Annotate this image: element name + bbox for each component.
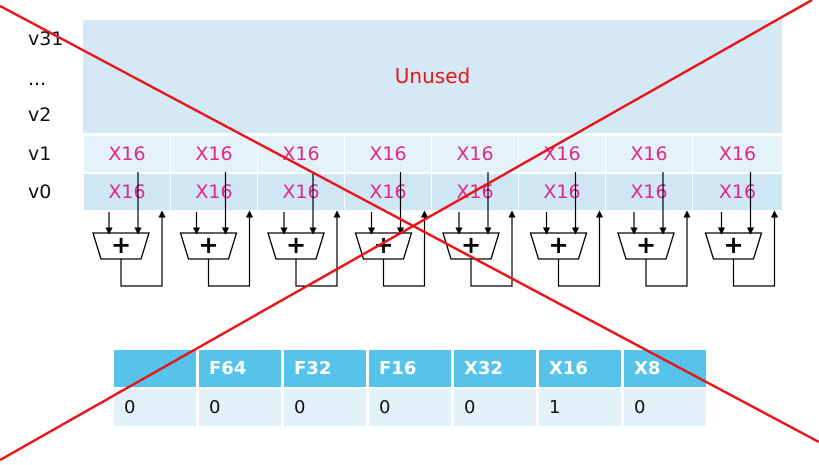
table-value-cell: 0 (454, 389, 538, 426)
table-value-cell: 0 (114, 389, 198, 426)
adder-unit (617, 232, 675, 260)
adder-plus-symbol: + (548, 231, 568, 259)
unused-register-block: Unused (83, 20, 782, 133)
unused-label: Unused (394, 64, 471, 88)
table-header-cell: X32 (454, 350, 538, 387)
output-feedback-path (382, 210, 429, 287)
table-value-cell: 0 (199, 389, 283, 426)
lane-cell: X16 (257, 174, 344, 210)
table-header-cell: F32 (284, 350, 368, 387)
adder-unit (704, 232, 763, 260)
table-header-cell: F64 (199, 350, 283, 387)
output-feedback-path (645, 210, 691, 287)
output-feedback-path (295, 210, 341, 287)
lane-cell: X16 (431, 136, 518, 172)
lane-cell: X16 (605, 136, 692, 172)
adder-plus-symbol: + (111, 231, 131, 259)
lane-cell: X16 (692, 174, 782, 210)
register-label-v2: v2 (28, 104, 52, 126)
lane-cell: X16 (344, 174, 431, 210)
table-value-cell: 1 (539, 389, 623, 426)
adder-plus-symbol: + (461, 231, 481, 259)
table-header-cell: F16 (369, 350, 453, 387)
register-label-v31: v31 (28, 28, 64, 50)
adder-unit (179, 232, 238, 260)
output-feedback-path (557, 210, 604, 287)
register-label-ellipsis: ... (28, 68, 47, 90)
output-feedback-path (470, 210, 516, 287)
lane-cell: X16 (257, 136, 344, 172)
output-feedback-path (732, 210, 779, 287)
cross-line-1 (0, 4, 819, 444)
register-label-v1: v1 (28, 143, 52, 165)
adder-plus-symbol: + (723, 231, 743, 259)
adder-unit (354, 232, 413, 260)
register-row-v1: X16 X16 X16 X16 X16 X16 X16 X16 (83, 136, 782, 172)
adder-unit (267, 232, 325, 260)
lane-cell: X16 (83, 136, 170, 172)
lane-cell: X16 (692, 136, 782, 172)
output-feedback-path (120, 210, 166, 287)
register-label-v0: v0 (28, 181, 52, 203)
output-feedback-path (207, 210, 254, 287)
lane-cell: X16 (170, 174, 257, 210)
adder-unit (92, 232, 150, 260)
table-header-cell: X16 (539, 350, 623, 387)
adder-plus-symbol: + (198, 231, 218, 259)
adder-plus-symbol: + (636, 231, 656, 259)
lane-cell: X16 (83, 174, 170, 210)
table-value-cell: 0 (624, 389, 708, 426)
lane-cell: X16 (605, 174, 692, 210)
lane-cell: X16 (170, 136, 257, 172)
table-value-cell: 0 (369, 389, 453, 426)
lane-cell: X16 (518, 174, 605, 210)
table-value-cell: 0 (284, 389, 368, 426)
adder-plus-symbol: + (373, 231, 393, 259)
lane-cell: X16 (344, 136, 431, 172)
lane-cell: X16 (518, 136, 605, 172)
table-header-cell: X8 (624, 350, 708, 387)
adder-unit (442, 232, 500, 260)
adder-plus-symbol: + (286, 231, 306, 259)
adder-unit (529, 232, 588, 260)
